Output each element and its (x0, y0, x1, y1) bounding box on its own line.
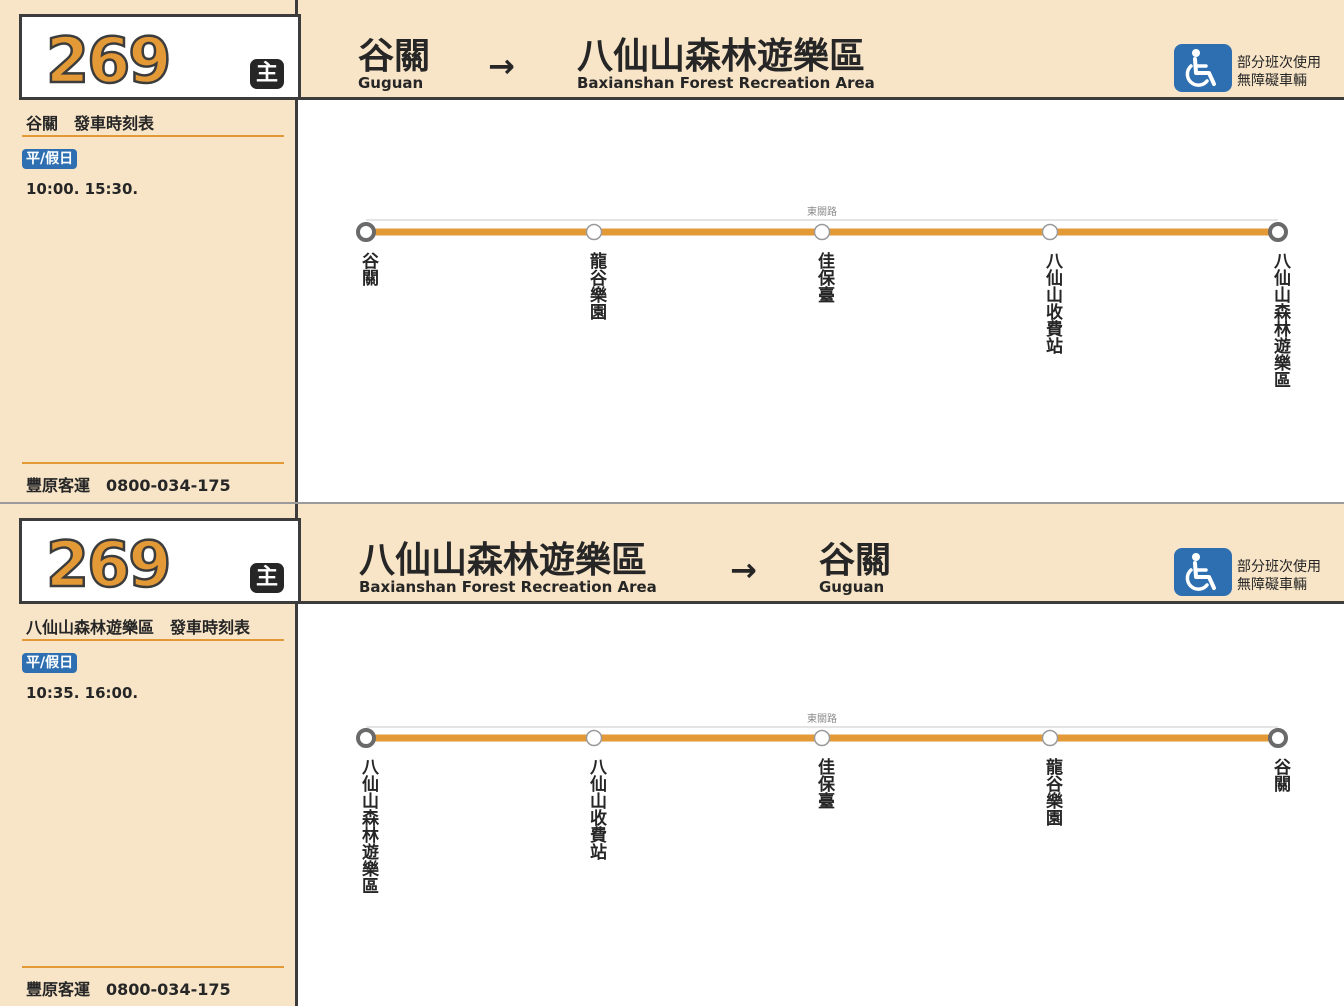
accessibility-line2: 無障礙車輛 (1237, 73, 1307, 89)
timetable-divider (22, 639, 284, 641)
operator-contact: 豐原客運 0800-034-175 (26, 980, 231, 999)
origin-name-en: Guguan (358, 74, 424, 92)
via-label: 東關路 (807, 712, 837, 725)
stop-name: 八仙山收費站 (586, 758, 606, 860)
stop-marker (813, 729, 831, 747)
header-band (298, 0, 1344, 100)
accessibility-line1: 部分班次使用 (1237, 559, 1321, 575)
route-number-box: 269 主 (19, 14, 301, 100)
stop-name: 佳保臺 (814, 758, 834, 809)
stop-name: 八仙山森林遊樂區 (1270, 252, 1290, 388)
origin-terminal: 八仙山森林遊樂區 Baxianshan Forest Recreation Ar… (359, 540, 657, 596)
destination-name-en: Guguan (819, 578, 885, 596)
operator-contact: 豐原客運 0800-034-175 (26, 476, 231, 495)
destination-name-zh: 八仙山森林遊樂區 (577, 36, 866, 77)
destination-terminal: 八仙山森林遊樂區 Baxianshan Forest Recreation Ar… (577, 36, 875, 92)
terminal-stop-marker (1268, 222, 1288, 242)
stop-name: 谷關 (1270, 758, 1290, 792)
wheelchair-icon (1174, 548, 1232, 596)
route-number-box: 269 主 (19, 518, 301, 604)
stop-name: 佳保臺 (814, 252, 834, 303)
footer-divider (22, 966, 284, 968)
terminal-stop-marker (1268, 728, 1288, 748)
route-type-badge: 主 (250, 59, 284, 89)
via-label: 東關路 (807, 205, 837, 218)
day-type-badge: 平/假日 (22, 149, 78, 169)
origin-name-zh: 八仙山森林遊樂區 (359, 540, 648, 581)
destination-name-en: Baxianshan Forest Recreation Area (577, 74, 875, 92)
timetable-divider (22, 135, 284, 137)
terminal-stop-marker (356, 222, 376, 242)
accessibility-note: 部分班次使用 無障礙車輛 (1237, 54, 1321, 90)
route-map: 東關路 (356, 712, 1288, 748)
route-map: 東關路 (356, 205, 1288, 242)
header-band (298, 504, 1344, 604)
wheelchair-icon (1174, 44, 1232, 92)
footer-divider (22, 462, 284, 464)
arrow-right-icon: → (730, 551, 757, 589)
route-type-badge: 主 (250, 563, 284, 593)
accessibility-note: 部分班次使用 無障礙車輛 (1237, 558, 1321, 594)
stop-marker (813, 223, 831, 241)
origin-terminal: 谷關 Guguan (358, 36, 430, 92)
accessibility-line1: 部分班次使用 (1237, 55, 1321, 71)
origin-name-en: Baxianshan Forest Recreation Area (359, 578, 657, 596)
accessibility-line2: 無障礙車輛 (1237, 577, 1307, 593)
route-number: 269 (45, 527, 173, 603)
destination-name-zh: 谷關 (819, 540, 892, 581)
destination-terminal: 谷關 Guguan (819, 540, 891, 596)
route-number: 269 (45, 23, 173, 99)
route-stops (356, 222, 1288, 242)
timetable-title: 谷關 發車時刻表 (26, 114, 155, 133)
origin-name-zh: 谷關 (358, 36, 431, 77)
stop-name: 八仙山森林遊樂區 (358, 758, 378, 894)
departure-times: 10:35. 16:00. (26, 684, 139, 702)
stop-marker (585, 729, 603, 747)
arrow-right-icon: → (488, 47, 515, 85)
terminal-stop-marker (356, 728, 376, 748)
stop-name: 龍谷樂園 (586, 252, 606, 320)
stop-marker (1041, 729, 1059, 747)
stop-marker (585, 223, 603, 241)
timetable-title: 八仙山森林遊樂區 發車時刻表 (26, 618, 251, 637)
stop-marker (1041, 223, 1059, 241)
panel-divider (0, 502, 1344, 504)
stop-name: 八仙山收費站 (1042, 252, 1062, 354)
departure-times: 10:00. 15:30. (26, 180, 139, 198)
route-stops (356, 728, 1288, 748)
route-panel-return: 269 主 八仙山森林遊樂區 Baxianshan Forest Recreat… (0, 504, 1344, 1008)
route-panel-outbound: 269 主 谷關 Guguan → 八仙山森林遊樂區 Baxianshan Fo… (0, 0, 1344, 502)
stop-name: 谷關 (358, 252, 378, 286)
day-type-badge: 平/假日 (22, 653, 78, 673)
stop-name: 龍谷樂園 (1042, 758, 1062, 826)
